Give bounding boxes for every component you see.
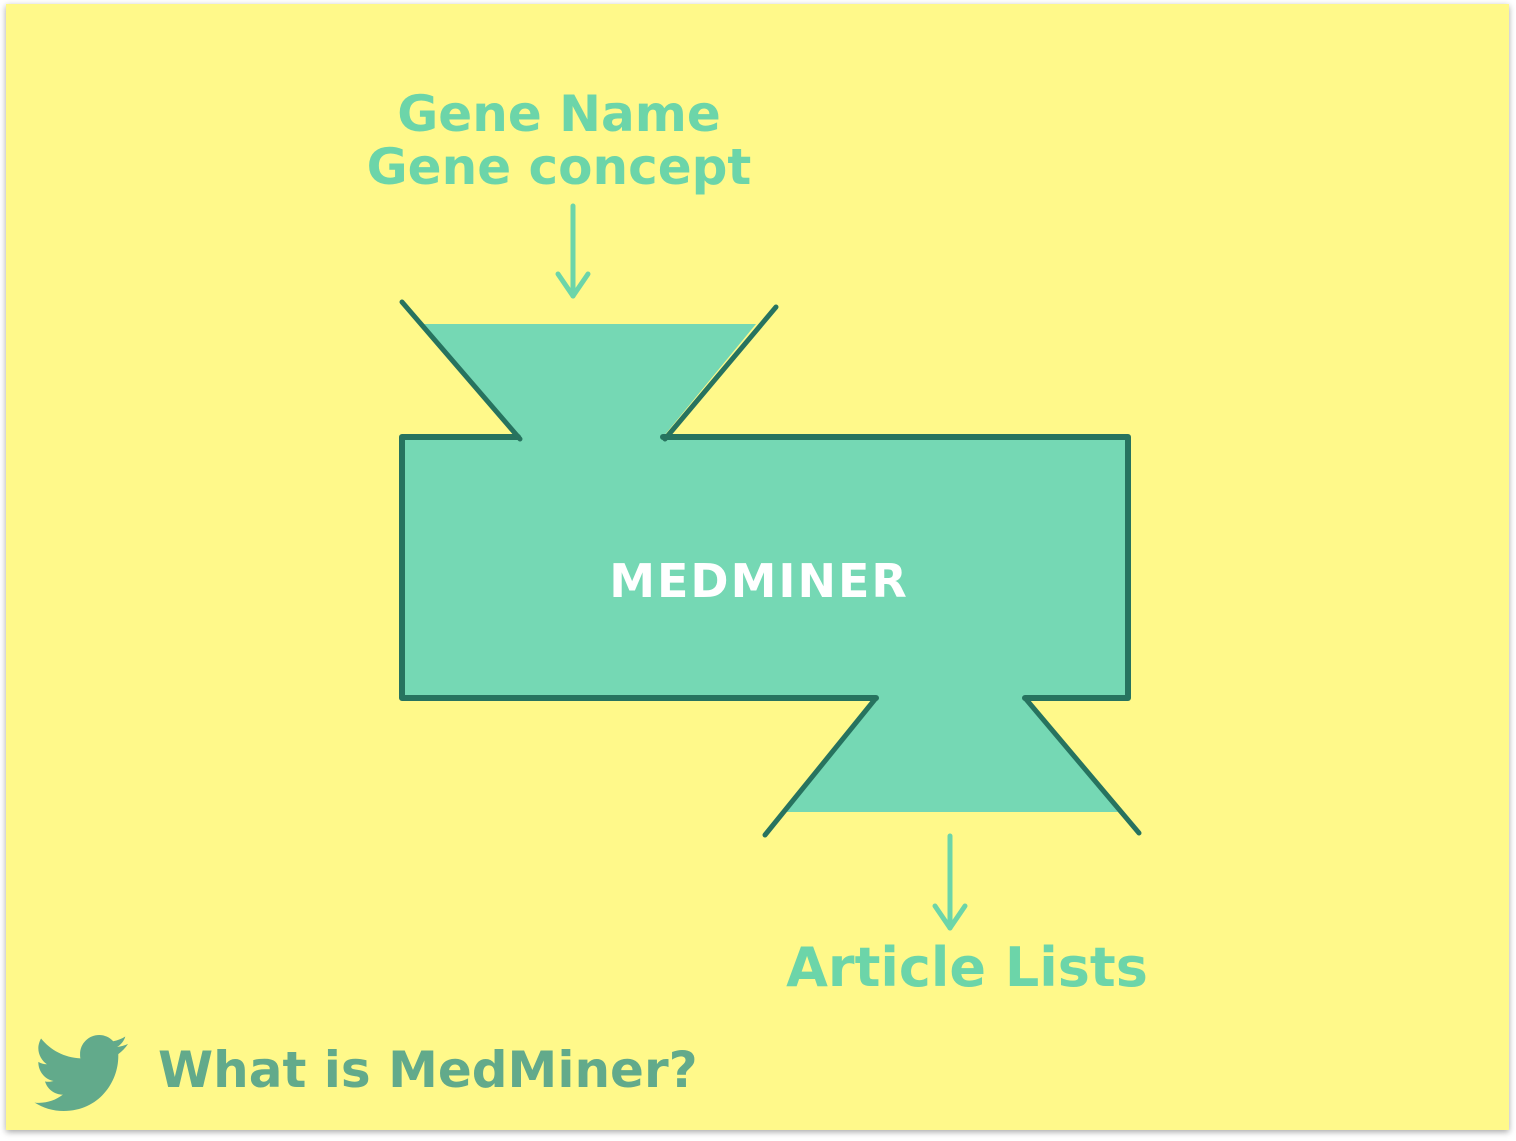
diagram-canvas: Gene Name Gene concept MEDMINER Arti — [6, 4, 1509, 1130]
input-arrow — [555, 203, 591, 299]
process-box — [402, 437, 1128, 698]
output-label-article-lists: Article Lists — [786, 936, 1148, 999]
output-funnel — [784, 698, 1118, 812]
input-funnel — [424, 324, 756, 437]
twitter-bird-icon — [34, 1034, 129, 1112]
medminer-process-shape — [399, 299, 1142, 838]
input-label-gene-concept: Gene concept — [367, 138, 752, 196]
slide: Gene Name Gene concept MEDMINER Arti — [6, 4, 1509, 1130]
process-label: MEDMINER — [609, 554, 909, 608]
input-label-gene-name: Gene Name — [397, 85, 720, 143]
output-arrow — [932, 833, 968, 931]
footer-title: What is MedMiner? — [158, 1041, 698, 1099]
